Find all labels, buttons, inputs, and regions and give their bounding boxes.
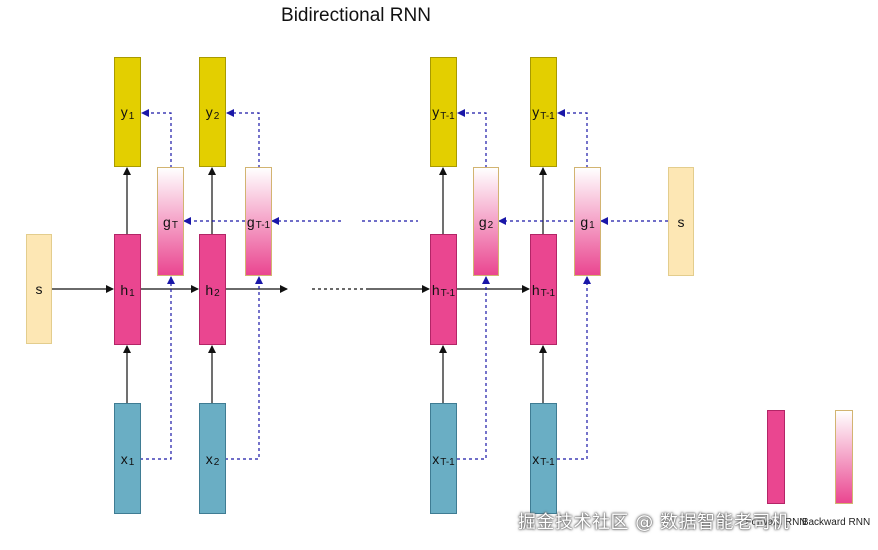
forward-initial-state-label: s bbox=[35, 281, 43, 297]
backward-xT1-to-g2 bbox=[457, 276, 490, 460]
vertical-connections bbox=[123, 167, 547, 403]
output-subscript: 2 bbox=[213, 110, 220, 122]
forward-initial-state: s bbox=[26, 234, 52, 344]
backward-state-subscript: T-1 bbox=[255, 220, 271, 231]
backward-initial-state-label: s bbox=[677, 213, 685, 230]
output-subscript: 1 bbox=[128, 110, 135, 122]
output-subscript: T-1 bbox=[440, 110, 455, 122]
forward-state-label: h bbox=[531, 281, 540, 298]
backward-gT-to-y1 bbox=[141, 109, 172, 168]
backward-state-label: g bbox=[478, 213, 487, 230]
forward-state-subscript: T-1 bbox=[540, 288, 556, 299]
input-subscript: 1 bbox=[128, 457, 135, 468]
input-subscript: T-1 bbox=[540, 457, 555, 468]
input-subscript: T-1 bbox=[440, 457, 455, 468]
diagram-title: Bidirectional RNN bbox=[281, 5, 431, 26]
legend-backward-label: Backward RNN bbox=[801, 517, 871, 528]
backward-x2-to-gT1 bbox=[225, 276, 263, 460]
input-label: x bbox=[432, 450, 440, 467]
forward-state-label: h bbox=[431, 281, 440, 298]
input-label: x bbox=[205, 450, 213, 467]
backward-state-label: g bbox=[580, 213, 589, 230]
backward-state-subscript: T bbox=[171, 220, 178, 231]
output-label: y bbox=[120, 104, 128, 120]
input-label: x bbox=[532, 450, 540, 467]
backward-g1-to-yT1b bbox=[557, 109, 588, 168]
backward-state-label: g bbox=[163, 213, 171, 230]
forward-state-subscript: 1 bbox=[129, 288, 135, 299]
backward-xT1b-to-g1 bbox=[557, 276, 591, 460]
backward-initial-state: s bbox=[668, 167, 694, 276]
forward-state-label: h bbox=[120, 281, 129, 298]
output-label: y bbox=[532, 104, 540, 120]
forward-state-subscript: T-1 bbox=[440, 288, 456, 299]
legend-backward-swatch bbox=[835, 410, 853, 504]
backward-state-subscript: 1 bbox=[589, 220, 595, 231]
forward-state-label: h bbox=[205, 281, 214, 298]
backward-x1-to-gT bbox=[140, 276, 175, 460]
output-label: y bbox=[432, 104, 440, 120]
legend-forward-label: Forward RNN bbox=[745, 517, 807, 528]
watermark-text: 掘金技术社区 @ 数据智能老司机 bbox=[518, 512, 790, 533]
backward-g2-to-yT1 bbox=[457, 109, 487, 168]
backward-gT1-to-y2 bbox=[226, 109, 260, 168]
forward-state-subscript: 2 bbox=[214, 288, 220, 299]
backward-state-subscript: 2 bbox=[487, 220, 494, 231]
backward-state-label: g bbox=[246, 213, 255, 230]
output-label: y bbox=[205, 104, 213, 120]
output-subscript: T-1 bbox=[540, 110, 555, 122]
input-label: x bbox=[120, 450, 128, 467]
backward-connections bbox=[140, 109, 668, 460]
input-subscript: 2 bbox=[213, 457, 220, 468]
legend-forward-swatch bbox=[767, 410, 785, 504]
